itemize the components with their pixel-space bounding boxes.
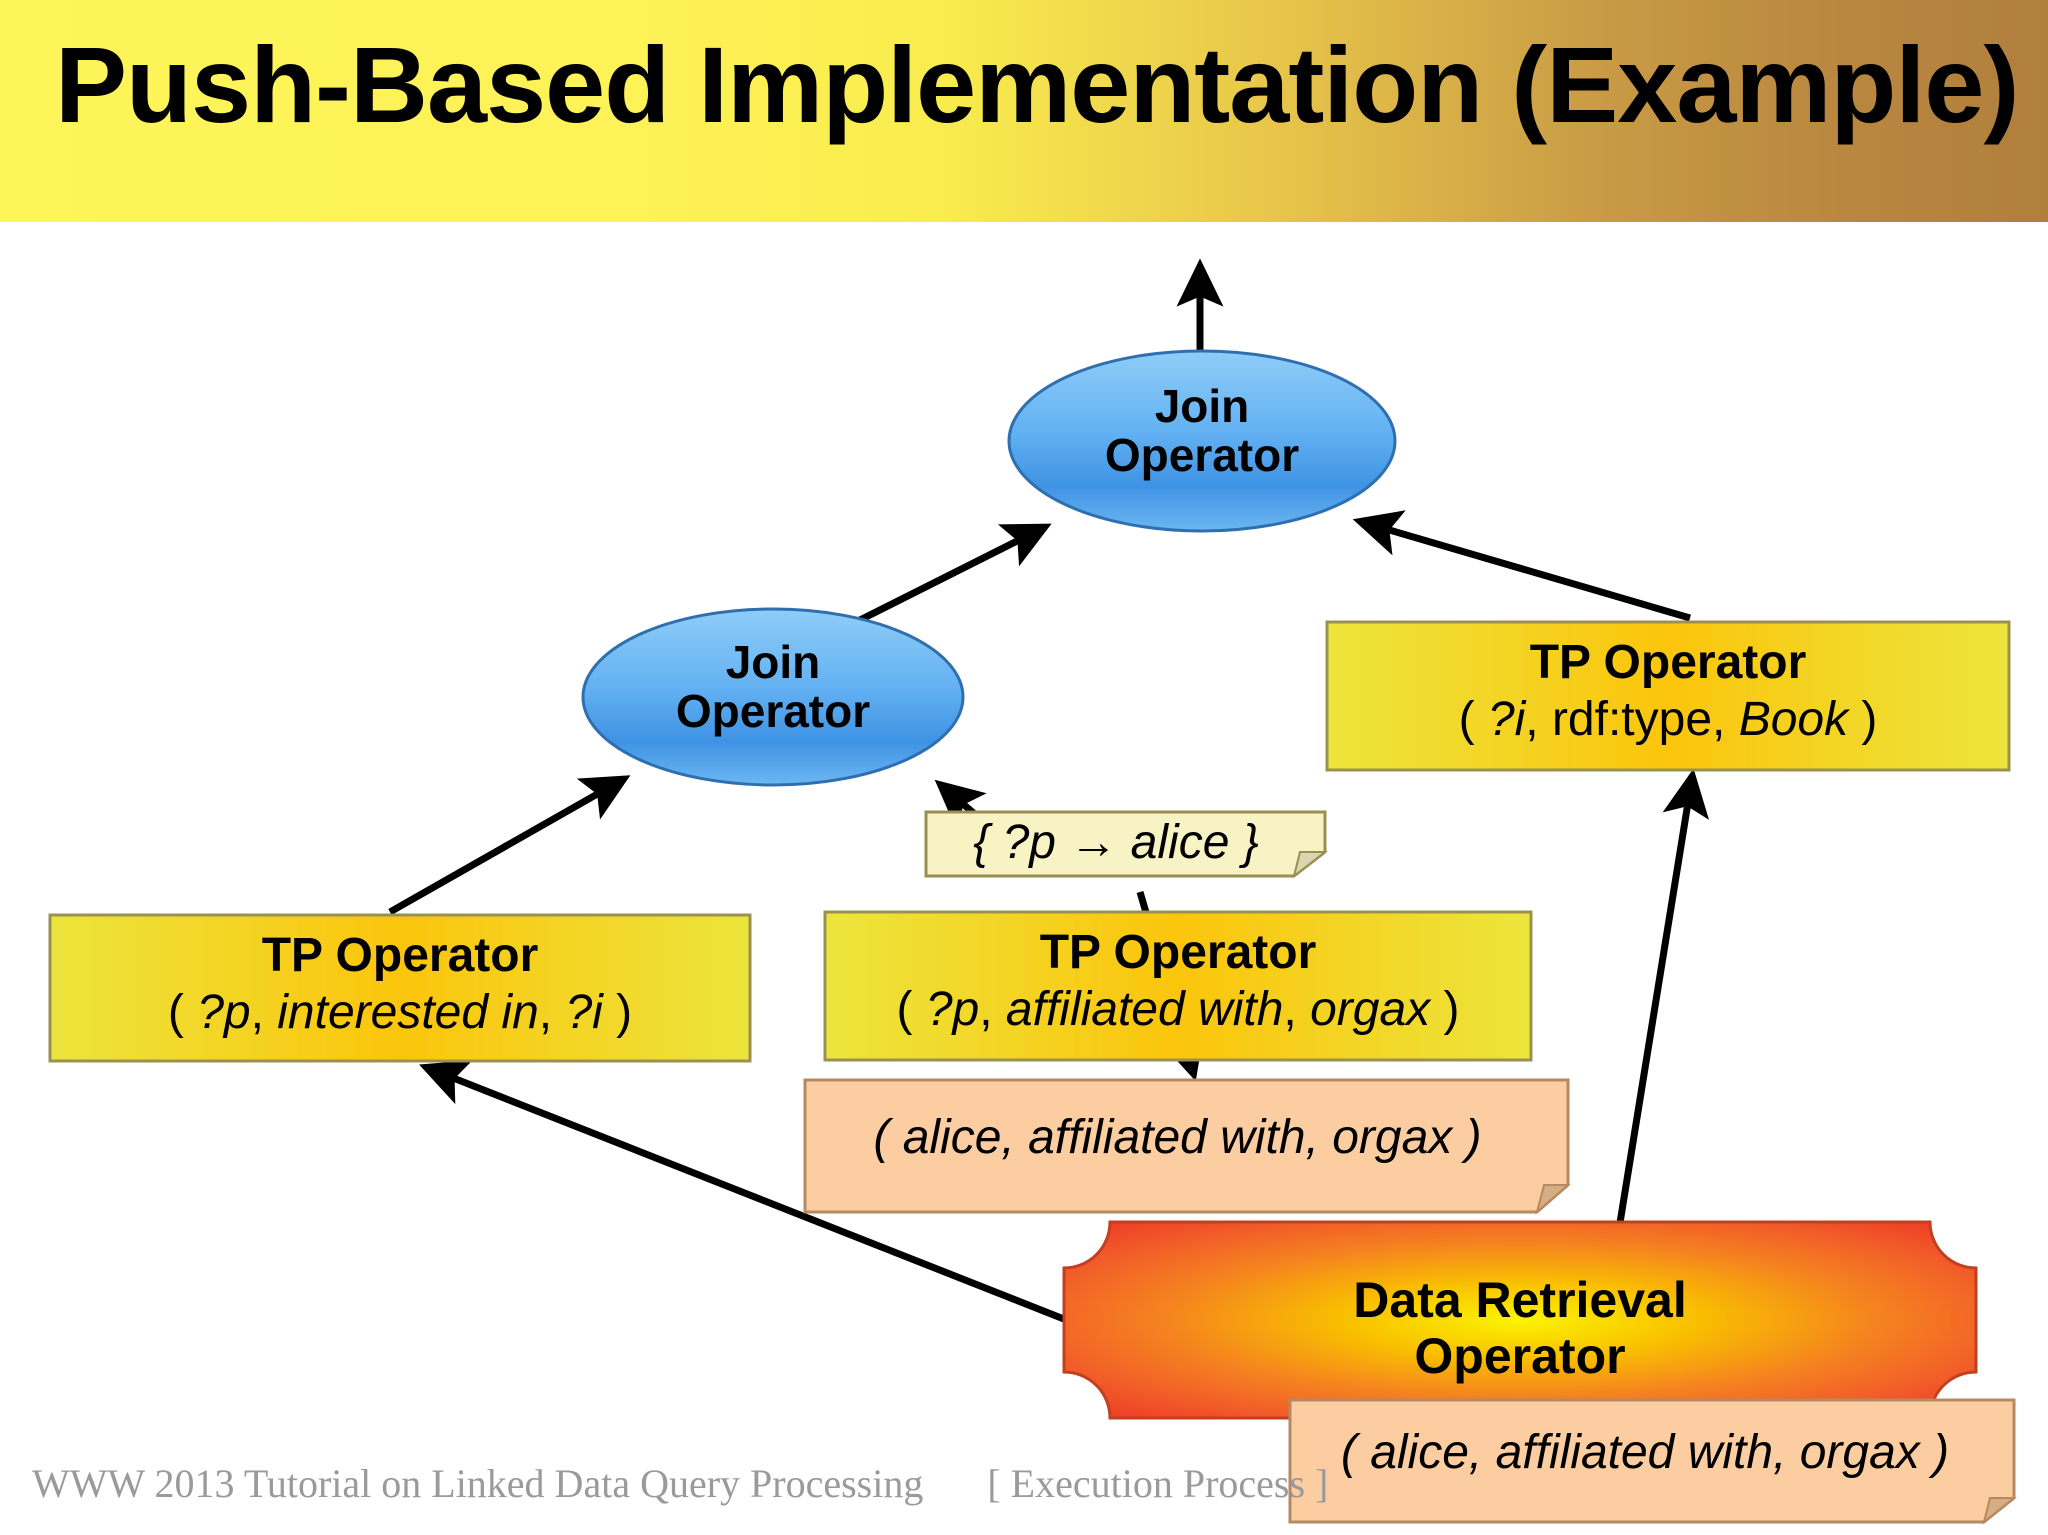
tp-operator-affiliated-box[interactable] [823, 910, 1533, 1062]
tp-operator-book-box[interactable] [1325, 620, 2011, 772]
triple-bottom-subject: alice [1370, 1426, 1469, 1479]
triple-callout-bottom-label: ( alice, affiliated with, orgax ) [1290, 1426, 2000, 1479]
arrow-dro-to-tp-interested [419, 1060, 1114, 1342]
footer-right-text: [ Execution Process ] [987, 1461, 1329, 1506]
data-retrieval-operator-label: Data Retrieval Operator [1064, 1272, 1976, 1384]
tp-operator-interested-box[interactable] [48, 913, 752, 1063]
tp-book-sep2: , [1712, 692, 1739, 746]
tp-book-open: ( [1458, 692, 1488, 746]
triple-mid-predicate: affiliated with [1028, 1111, 1306, 1164]
tp-affiliated-sep1: , [979, 982, 1006, 1036]
tp-operator-book-pattern: ( ?i, rdf:type, Book ) [1327, 692, 2009, 746]
join-operator-top-line1: Join [1154, 380, 1250, 432]
arrow-dro-to-tp-book [1609, 768, 1710, 1267]
slide-footer: WWW 2013 Tutorial on Linked Data Query P… [32, 1460, 1432, 1520]
tp-operator-affiliated-label: TP Operator ( ?p, affiliated with, orgax… [825, 926, 1531, 1036]
mapping-callout-text: { ?p → alice } [973, 816, 1259, 869]
tp-operator-affiliated-pattern: ( ?p, affiliated with, orgax ) [825, 982, 1531, 1036]
tp-affiliated-predicate: affiliated with [1005, 982, 1284, 1036]
triple-bottom-close: ) [1919, 1426, 1950, 1479]
tp-affiliated-sep2: , [1283, 982, 1311, 1036]
tp-affiliated-close: ) [1430, 982, 1460, 1036]
join-operator-mid-label: Join Operator [580, 638, 966, 736]
data-retrieval-line1: Data Retrieval [1353, 1272, 1687, 1328]
tp-interested-sep2: , [538, 985, 566, 1039]
page-title: Push-Based Implementation (Example) [55, 24, 2019, 145]
arrow-tp-book-to-join-top [1352, 510, 1691, 622]
mapping-callout-shape[interactable] [924, 810, 1328, 879]
triple-callout-mid-label: ( alice, affiliated with, orgax ) [805, 1111, 1550, 1164]
tp-operator-affiliated-title: TP Operator [1039, 926, 1317, 979]
join-operator-top-label: Join Operator [1009, 382, 1395, 480]
tp-affiliated-subject: ?p [925, 982, 980, 1036]
triple-callout-bottom-shape[interactable] [1288, 1398, 2017, 1525]
tp-interested-subject: ?p [197, 985, 251, 1039]
data-retrieval-line2: Operator [1414, 1328, 1626, 1384]
tp-operator-interested-title: TP Operator [261, 929, 539, 982]
triple-mid-open: ( [873, 1111, 903, 1164]
tp-book-predicate: rdf:type [1551, 692, 1713, 746]
tp-book-object: Book [1738, 692, 1849, 746]
triple-bottom-predicate: affiliated with [1495, 1426, 1774, 1479]
triple-bottom-open: ( [1340, 1426, 1371, 1479]
tp-interested-object: ?i [565, 985, 603, 1039]
join-operator-top-line2: Operator [1104, 428, 1300, 481]
triple-mid-sep1: , [1001, 1111, 1029, 1164]
tp-book-sep1: , [1525, 692, 1552, 746]
tp-interested-close: ) [602, 985, 633, 1039]
footer-left-text: WWW 2013 Tutorial on Linked Data Query P… [32, 1461, 924, 1506]
arrow-tp-interested-to-join-mid [388, 775, 631, 916]
tp-operator-book-title: TP Operator [1529, 636, 1807, 689]
arrow-join-mid-to-join-top [858, 523, 1052, 624]
tp-interested-predicate: interested in [277, 985, 539, 1039]
tp-interested-sep1: , [250, 985, 278, 1039]
tp-affiliated-object: orgax [1310, 982, 1431, 1036]
tp-book-subject: ?i [1487, 692, 1526, 746]
tp-operator-book-label: TP Operator ( ?i, rdf:type, Book ) [1327, 636, 2009, 746]
join-operator-top-ellipse[interactable] [1007, 349, 1397, 533]
mapping-callout-label: { ?p → alice } [926, 816, 1306, 869]
triple-mid-object: orgax [1332, 1111, 1453, 1164]
join-operator-mid-line2: Operator [675, 684, 871, 737]
slide-title-bar: Push-Based Implementation (Example) [0, 0, 2048, 222]
tp-operator-interested-label: TP Operator ( ?p, interested in, ?i ) [50, 929, 750, 1039]
triple-bottom-object: orgax [1799, 1426, 1920, 1479]
triple-mid-subject: alice [902, 1111, 1002, 1164]
tp-interested-open: ( [167, 985, 198, 1039]
triple-callout-mid-shape[interactable] [803, 1078, 1571, 1215]
tp-operator-interested-pattern: ( ?p, interested in, ?i ) [50, 985, 750, 1039]
join-operator-mid-ellipse[interactable] [581, 607, 965, 787]
tp-affiliated-open: ( [896, 982, 926, 1036]
triple-bottom-sep2: , [1773, 1426, 1800, 1479]
join-operator-mid-line1: Join [725, 636, 821, 688]
triple-mid-sep2: , [1305, 1111, 1333, 1164]
triple-bottom-sep1: , [1468, 1426, 1496, 1479]
tp-book-close: ) [1848, 692, 1878, 746]
triple-mid-close: ) [1452, 1111, 1482, 1164]
